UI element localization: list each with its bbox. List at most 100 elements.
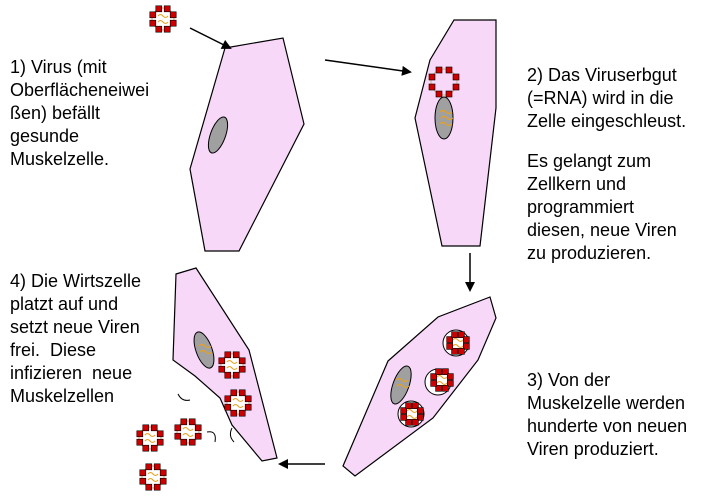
step-4-text: 4) Die Wirtszelle platzt auf und setzt n… (10, 271, 142, 406)
virus-icon (218, 351, 246, 379)
protein-knob (442, 385, 449, 392)
protein-knob (400, 407, 407, 414)
protein-knob (188, 418, 196, 426)
rna-icon (436, 374, 448, 386)
protein-knob (452, 83, 460, 91)
virus-empty-capsule-icon (428, 66, 460, 98)
membrane-fragment (177, 393, 191, 401)
protein-knob (435, 368, 442, 375)
protein-knob (430, 373, 437, 380)
membrane-fragment (229, 427, 235, 443)
virus-capsule (138, 426, 162, 450)
virus-capsule (220, 353, 244, 377)
rna-icon (198, 343, 213, 355)
protein-knob (149, 19, 157, 27)
protein-knob (463, 336, 470, 343)
protein-knob (405, 402, 412, 409)
rna-icon (157, 13, 169, 25)
cell-nucleus (434, 96, 454, 140)
protein-knob (224, 403, 232, 411)
virus-capsule (402, 404, 422, 424)
virus-icon (149, 5, 177, 33)
cell-nucleus (207, 116, 229, 154)
protein-knob (428, 83, 436, 91)
virus-capsule (448, 333, 468, 353)
rna-icon (452, 337, 464, 349)
rna-icon (147, 471, 159, 483)
rna-icon (232, 397, 244, 409)
protein-knob (405, 419, 412, 426)
protein-knob (445, 66, 453, 74)
virus-icon (430, 368, 454, 392)
virus-capsule (141, 465, 165, 489)
protein-knob (218, 357, 226, 365)
step-3-text: 3) Von der Muskelzelle werden hunderte v… (527, 370, 688, 459)
muscle-cell-3 (342, 296, 497, 477)
virus-icon (400, 402, 424, 426)
rna-icon (395, 377, 410, 389)
protein-knob (169, 11, 177, 19)
rna-icon (226, 359, 238, 371)
protein-knob (155, 5, 163, 13)
protein-knob (174, 424, 182, 432)
protein-knob (244, 395, 252, 403)
virus-capsule (226, 391, 250, 415)
rna-icon (182, 426, 194, 438)
protein-knob (224, 395, 232, 403)
muscle-cell-2 (414, 19, 497, 247)
protein-knob (169, 19, 177, 27)
protein-knob (463, 343, 470, 350)
protein-knob (435, 385, 442, 392)
muscle-cell-1 (189, 37, 305, 252)
protein-knob (447, 380, 454, 387)
membrane-fragment (206, 431, 216, 443)
protein-knob (244, 403, 252, 411)
protein-knob (238, 409, 246, 417)
cell-membrane (189, 37, 305, 252)
virus-capsule (151, 7, 175, 31)
protein-knob (232, 371, 240, 379)
protein-knob (442, 368, 449, 375)
arrow-virus-to-cell-1 (189, 27, 232, 49)
protein-knob (458, 348, 465, 355)
protein-knob (428, 73, 436, 81)
protein-knob (447, 373, 454, 380)
protein-knob (232, 351, 240, 359)
protein-knob (435, 66, 443, 74)
virus-icon (136, 424, 164, 452)
protein-knob (139, 477, 147, 485)
protein-knob (188, 438, 196, 446)
protein-knob (218, 365, 226, 373)
protein-knob (142, 444, 150, 452)
protein-knob (153, 463, 161, 471)
step-1-text: 1) Virus (mit Oberflächeneiwei ßen) befä… (10, 57, 150, 169)
protein-knob (230, 409, 238, 417)
protein-knob (159, 477, 167, 485)
protein-knob (194, 432, 202, 440)
protein-knob (446, 343, 453, 350)
cell-membrane (342, 296, 497, 477)
virus-capsule (176, 420, 200, 444)
protein-knob (153, 483, 161, 491)
protein-knob (149, 11, 157, 19)
protein-knob (174, 432, 182, 440)
protein-knob (163, 5, 171, 13)
protein-knob (417, 407, 424, 414)
cell-nucleus (193, 331, 215, 369)
step-2-extra-text: Es gelangt zum Zellkern und programmiert… (527, 151, 677, 263)
protein-knob (452, 73, 460, 81)
protein-knob (180, 418, 188, 426)
protein-knob (156, 430, 164, 438)
protein-knob (224, 371, 232, 379)
cell-membrane (414, 19, 497, 247)
protein-knob (156, 438, 164, 446)
protein-knob (145, 483, 153, 491)
protein-knob (139, 469, 147, 477)
protein-knob (417, 414, 424, 421)
protein-knob (400, 414, 407, 421)
protein-knob (159, 469, 167, 477)
protein-knob (163, 25, 171, 33)
virus-icon (224, 389, 252, 417)
protein-knob (446, 336, 453, 343)
